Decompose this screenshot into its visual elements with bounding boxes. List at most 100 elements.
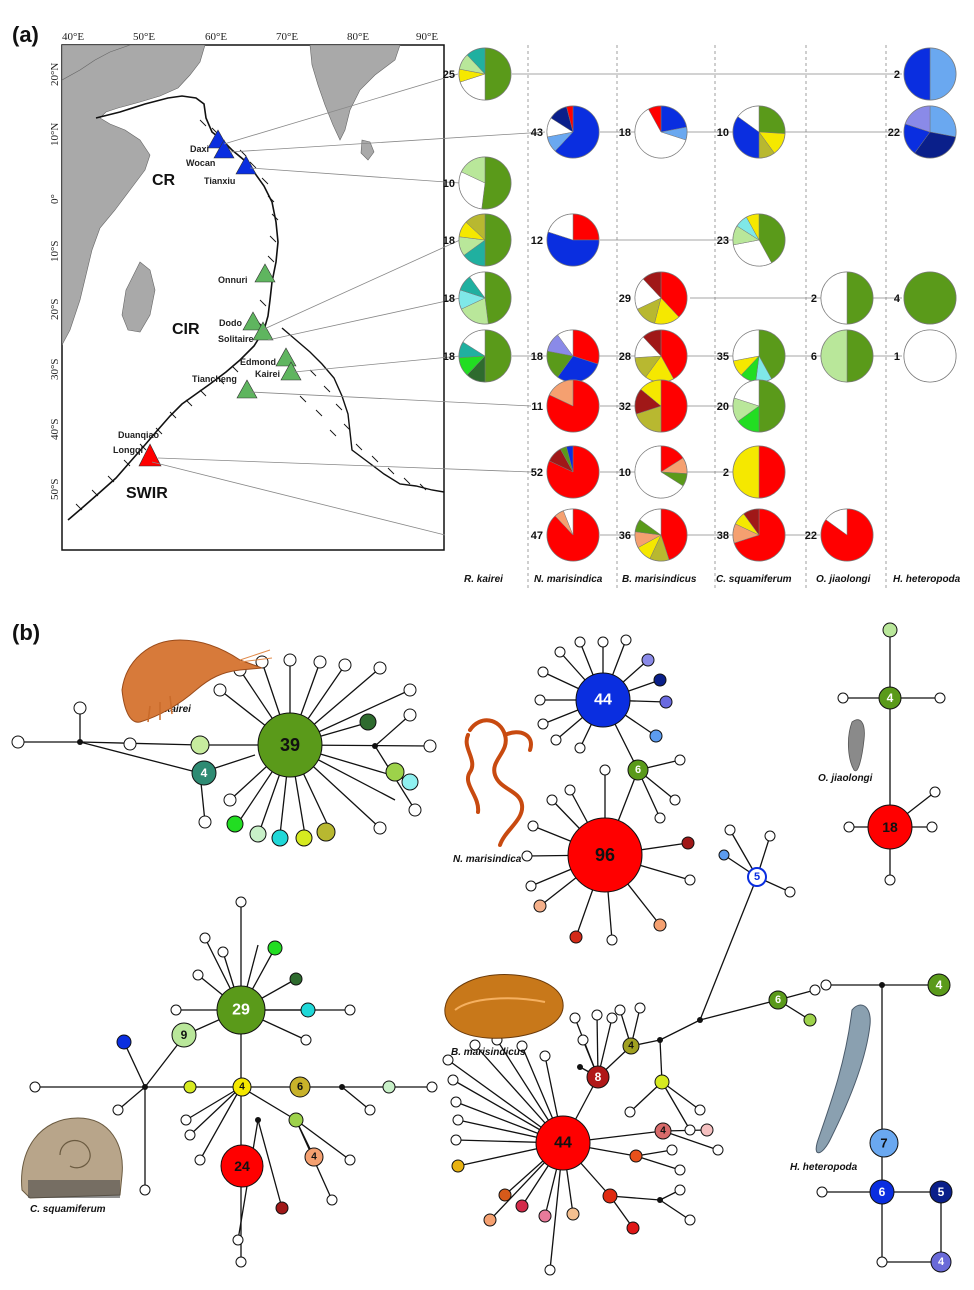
sample-size-label: 2 <box>811 293 817 305</box>
pie-slice <box>758 445 786 499</box>
median-vector <box>879 982 885 988</box>
site-pie-chart: 25 <box>443 47 512 101</box>
pie-slice <box>903 47 931 101</box>
haplotype-hub-nm-blue <box>575 672 631 728</box>
species-label-b-marisindicus: B. marisindicus <box>451 1047 526 1058</box>
haplotype-node <box>29 1081 41 1093</box>
lat-tick-50s: 50°S <box>49 478 61 500</box>
haplotype-hub-bm-4o <box>622 1037 640 1055</box>
hub-count-rk-main: 39 <box>280 735 300 755</box>
haplotype-node <box>516 1040 528 1052</box>
pie-slice <box>732 329 760 362</box>
median-vector <box>372 743 378 749</box>
hub-count-hh-5: 5 <box>938 1185 945 1199</box>
haplotype-node <box>180 1114 192 1126</box>
haplotype-node <box>338 658 352 672</box>
haplotype-node <box>564 784 576 796</box>
pie-slice <box>758 329 786 380</box>
sample-size-label: 18 <box>443 293 455 305</box>
pie-slice <box>461 156 486 184</box>
site-pie-chart: 43 <box>531 105 600 159</box>
haplotype-node <box>816 1186 828 1198</box>
column-separators <box>527 45 887 590</box>
site-pie-chart: 47 <box>531 508 600 562</box>
haplotype-node <box>184 1129 196 1141</box>
sample-size-label: 10 <box>717 127 729 139</box>
haplotype-node <box>884 874 896 886</box>
hub-count-cs-6: 6 <box>297 1081 303 1093</box>
sample-size-label: 52 <box>531 467 543 479</box>
sample-size-label: 12 <box>531 235 543 247</box>
lat-tick-40s: 40°S <box>49 418 61 440</box>
haplotype-node <box>649 729 663 743</box>
haplotype-node <box>217 946 229 958</box>
network-r-kairei: 4 39 R. kairei <box>11 639 437 847</box>
haplotype-node <box>170 1004 182 1016</box>
haplotype-node <box>574 636 586 648</box>
pie-slice <box>746 213 760 241</box>
haplotype-node <box>544 1264 556 1276</box>
ridge-carlsberg <box>67 95 279 521</box>
pie-slice <box>660 105 687 133</box>
sample-size-label: 47 <box>531 530 543 542</box>
hub-count-oj-red: 18 <box>882 819 898 835</box>
pie-slice <box>642 271 662 299</box>
sample-size-label: 2 <box>894 69 900 81</box>
sample-size-label: 35 <box>717 351 729 363</box>
haplotype-node <box>483 1213 497 1227</box>
hub-count-hh-4g: 4 <box>936 978 943 992</box>
site-pie-chart: 2 <box>723 445 786 499</box>
haplotype-node <box>525 880 537 892</box>
hub-count-hh-6: 6 <box>879 1185 886 1199</box>
lon-tick-50: 50°E <box>133 31 155 43</box>
lon-tick-90: 90°E <box>416 31 438 43</box>
hub-count-bm-main: 44 <box>554 1135 572 1152</box>
pie-slice <box>758 213 786 264</box>
haplotype-node <box>267 940 283 956</box>
land-sri-lanka <box>360 139 375 161</box>
haplotype-node <box>313 655 327 669</box>
haplotype-hub-cs-main <box>216 985 266 1035</box>
haplotype-node <box>803 1013 817 1027</box>
haplotype-node <box>684 1124 696 1136</box>
site-pie-chart: 18 <box>619 105 688 159</box>
sample-size-label: 43 <box>531 127 543 139</box>
haplotype-node <box>408 803 422 817</box>
haplotype-hub-hh-4g <box>927 973 951 997</box>
haplotype-node <box>192 969 204 981</box>
lat-tick-10s: 10°S <box>49 240 61 262</box>
pie-slice <box>481 156 512 210</box>
pie-slice <box>660 329 688 380</box>
pie-slice <box>929 47 957 101</box>
hub-count-bm-8: 8 <box>595 1070 602 1084</box>
sample-size-label: 11 <box>531 401 543 413</box>
species-label-n-marisindica: N. marisindica <box>453 854 522 865</box>
haplotype-node <box>624 1106 636 1118</box>
pie-slice <box>660 508 688 561</box>
haplotype-node <box>426 1081 438 1093</box>
hub-count-rk-side: 4 <box>201 766 208 780</box>
median-vector <box>255 1117 261 1123</box>
lon-tick-60: 60°E <box>205 31 227 43</box>
pie-slice <box>466 47 486 75</box>
hub-count-nm-blue: 44 <box>594 692 612 709</box>
haplotype-node <box>681 836 695 850</box>
haplotype-node <box>199 932 211 944</box>
haplotype-node <box>809 984 821 996</box>
haplotype-node <box>359 713 377 731</box>
column-header-h-heteropoda: H. heteropoda <box>893 574 961 585</box>
network-edges <box>822 984 942 1263</box>
pie-slice <box>660 271 688 318</box>
leader-lines <box>151 73 546 536</box>
haplotype-node <box>275 1201 289 1215</box>
haplotype-hub-nm-red <box>567 817 643 893</box>
haplotype-node <box>116 1034 132 1050</box>
haplotype-node <box>452 1114 464 1126</box>
pie-slice <box>639 508 662 536</box>
sample-size-label: 29 <box>619 293 631 305</box>
column-header-r-kairei: R. kairei <box>464 574 503 585</box>
haplotype-hub-cs-4o <box>304 1147 324 1167</box>
haplotype-node <box>190 735 210 755</box>
haplotype-node <box>674 1164 686 1176</box>
